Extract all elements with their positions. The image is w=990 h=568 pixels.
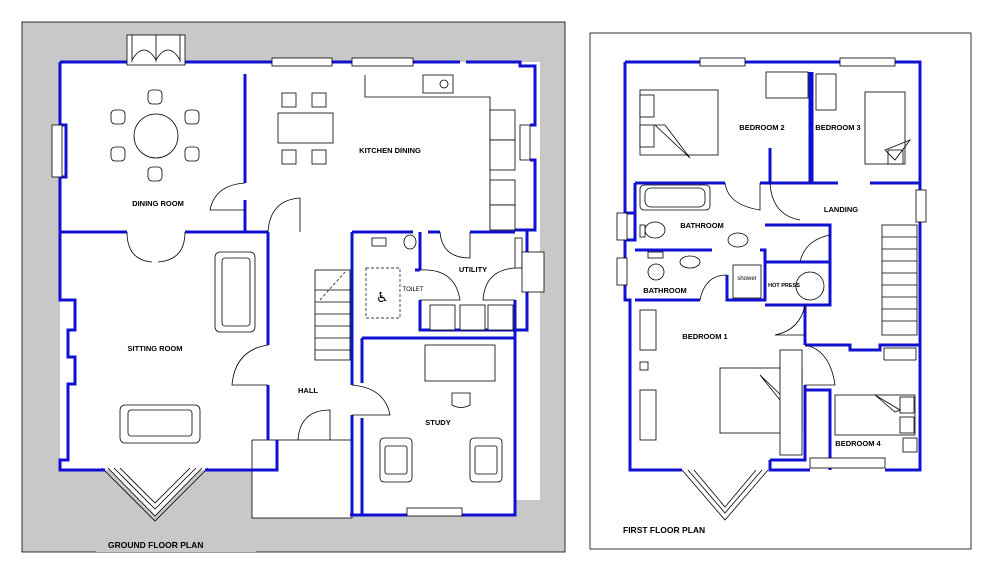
label-landing: LANDING — [824, 205, 858, 214]
label-bedroom-1: BEDROOM 1 — [682, 332, 727, 341]
dining-table — [110, 89, 200, 182]
label-bathroom-upper: BATHROOM — [680, 221, 724, 230]
label-bedroom-3: BEDROOM 3 — [815, 123, 860, 132]
label-utility: UTILITY — [459, 265, 487, 274]
ground-exterior-wall — [58, 60, 537, 472]
label-hall: HALL — [298, 386, 318, 395]
label-shower: shower — [737, 276, 756, 282]
bed-bedroom-2 — [639, 71, 809, 159]
label-kitchen-dining: KITCHEN DINING — [359, 146, 421, 155]
accessible-icon: ♿ — [376, 290, 389, 306]
study-furniture — [379, 344, 503, 483]
label-toilet: TOILET — [403, 287, 424, 293]
bedroom-1-furniture — [639, 309, 803, 456]
label-bedroom-4: BEDROOM 4 — [835, 439, 881, 448]
sofa-sitting-room — [119, 251, 256, 444]
label-bedroom-2: BEDROOM 2 — [739, 123, 784, 132]
entrance-area — [251, 439, 353, 519]
label-study: STUDY — [425, 418, 450, 427]
bathroom-upper-fixtures — [639, 182, 801, 248]
ground-floor-title: GROUND FLOOR PLAN — [108, 540, 203, 550]
bed-bedroom-4 — [834, 347, 918, 453]
bed-bedroom-3 — [815, 73, 912, 165]
first-exterior-wall — [623, 60, 922, 472]
label-sitting-room: SITTING ROOM — [128, 344, 183, 353]
ground-floor-plan: ♿ DINING ROOM KITCHEN DINING SITTING ROO… — [21, 21, 566, 553]
kitchen-units — [277, 74, 516, 231]
first-stairs — [881, 224, 918, 336]
first-floor-plan: BEDROOM 2 BEDROOM 3 BATHROOM LANDING BAT… — [589, 32, 972, 550]
first-floor-title: FIRST FLOOR PLAN — [623, 525, 705, 535]
label-bathroom-lower: BATHROOM — [643, 286, 687, 295]
ground-stairs — [314, 269, 351, 361]
label-hot-press: HOT PRESS — [768, 283, 800, 289]
building-footprint — [60, 62, 540, 518]
label-dining-room: DINING ROOM — [132, 199, 184, 208]
